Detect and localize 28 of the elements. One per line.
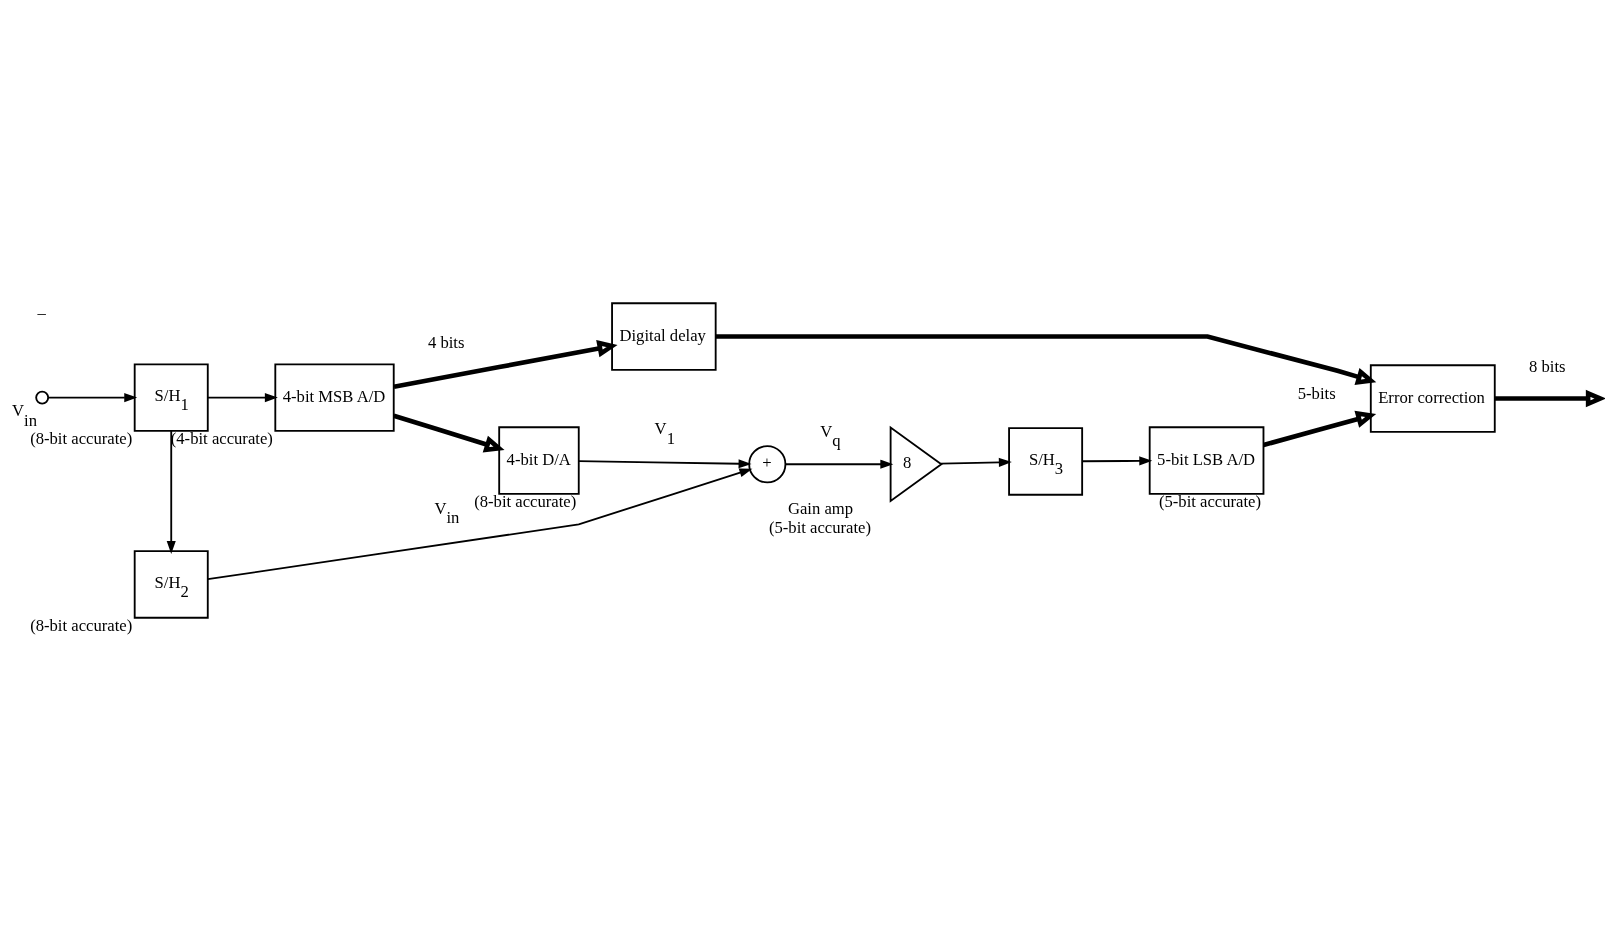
edge-label: 8 bits	[1528, 356, 1566, 376]
arrow	[207, 392, 278, 402]
node-label: Gain amp	[787, 498, 854, 518]
arrow	[393, 339, 618, 389]
node-label: (8-bit accurate)	[30, 615, 133, 635]
node-box: 4-bit D/A	[498, 425, 580, 495]
node-box: 5-bit LSB A/D	[1148, 425, 1265, 495]
arrow	[1262, 410, 1377, 447]
arrow	[939, 457, 1012, 467]
node-circle: +	[748, 444, 787, 483]
node-label: (8-bit accurate)	[30, 428, 133, 448]
node-box: 4-bit MSB A/D	[274, 362, 395, 432]
arrow	[206, 467, 753, 580]
arrow	[1494, 389, 1605, 407]
arrow	[166, 429, 176, 554]
label: –	[37, 302, 46, 322]
node-box: Digital delay	[611, 301, 717, 371]
arrow	[715, 333, 1377, 385]
node-label: (5-bit accurate)	[768, 517, 872, 537]
node-box: Error correction	[1369, 363, 1496, 433]
arrow	[784, 459, 894, 469]
arrow	[47, 392, 138, 402]
edge-label: 4 bits	[427, 332, 465, 352]
arrow	[577, 458, 752, 468]
arrow	[1081, 455, 1153, 465]
arrow	[393, 413, 505, 453]
edge-label: 5-bits	[1297, 383, 1336, 403]
node-circle	[35, 390, 50, 405]
